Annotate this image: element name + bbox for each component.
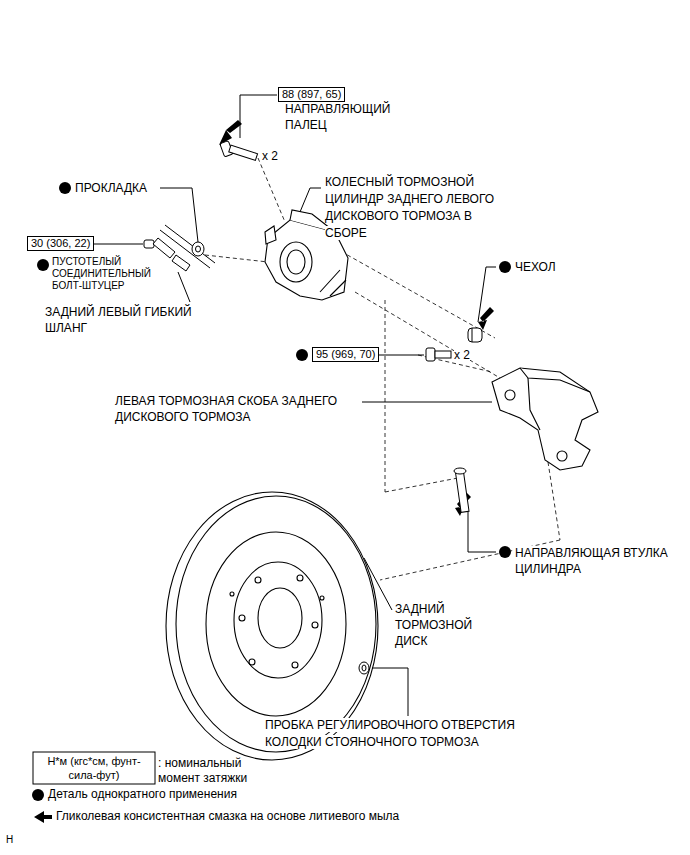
part-name-holder: ЗАДНИЙ ЛЕВЫЙ ГИБКИЙ ШЛАНГ xyxy=(45,304,220,336)
legend-entry: : номинальный момент затяжки xyxy=(158,756,263,786)
part-name: КОЛЕСНЫЙ ТОРМОЗНОЙ ЦИЛИНДР ЗАДНЕГО ЛЕВОГ… xyxy=(325,175,494,240)
figure-code-holder: H xyxy=(6,834,13,846)
torque-value: 88 (897, 65) xyxy=(282,88,341,100)
quantity-label-holder: x 2 xyxy=(262,148,278,164)
part-name-holder: НАПРАВЛЯЮЩАЯ ВТУЛКА ЦИЛИНДРА xyxy=(515,545,675,577)
torque-box: 30 (306, 22) xyxy=(27,236,94,251)
torque-unit-sample: Н*м (кгс*см, фунт-сила-фут) xyxy=(47,755,140,781)
part-name-holder: НАПРАВЛЯЮЩИЙ ПАЛЕЦ xyxy=(285,101,403,133)
legend-text: : номинальный момент затяжки xyxy=(158,756,247,785)
legend-text: Гликолевая консистентная смазка на основ… xyxy=(56,809,399,823)
legend-swatch xyxy=(32,789,44,801)
torque-legend-sample xyxy=(33,752,155,784)
legend-arrow xyxy=(34,811,52,823)
part-name-holder: ЛЕВАЯ ТОРМОЗНАЯ СКОБА ЗАДНЕГО ДИСКОВОГО … xyxy=(115,393,360,425)
part-name: НАПРАВЛЯЮЩАЯ ВТУЛКА ЦИЛИНДРА xyxy=(515,546,668,576)
part-name: ЛЕВАЯ ТОРМОЗНАЯ СКОБА ЗАДНЕГО ДИСКОВОГО … xyxy=(115,394,337,424)
part-name-holder: КОЛЕСНЫЙ ТОРМОЗНОЙ ЦИЛИНДР ЗАДНЕГО ЛЕВОГ… xyxy=(325,174,513,242)
part-name: ПУСТОТЕЛЫЙ СОЕДИНИТЕЛЬНЫЙ БОЛТ-ШТУЦЕР xyxy=(52,256,151,291)
part-name: ЗАДНИЙ ЛЕВЫЙ ГИБКИЙ ШЛАНГ xyxy=(45,305,192,335)
part-name: ПРОБКА РЕГУЛИРОВОЧНОГО ОТВЕРСТИЯ КОЛОДКИ… xyxy=(265,718,515,749)
part-name-holder: ЧЕХОЛ xyxy=(515,259,556,275)
quantity-label: x 2 xyxy=(454,348,470,362)
torque-box: 88 (897, 65) xyxy=(278,87,345,102)
torque-unit-sample-holder: Н*м (кгс*см, фунт-сила-фут) xyxy=(36,754,152,782)
quantity-label: x 2 xyxy=(262,149,278,163)
part-name: НАПРАВЛЯЮЩИЙ ПАЛЕЦ xyxy=(285,102,390,132)
boot xyxy=(468,328,482,342)
part-name: ПРОКЛАДКА xyxy=(75,181,147,195)
guide-pin xyxy=(220,141,258,161)
legend-entry: Деталь однократного применения xyxy=(48,787,237,802)
caliper-cylinder xyxy=(265,210,348,300)
torque-value: 95 (969, 70) xyxy=(316,348,375,360)
guide-bushing xyxy=(454,468,469,512)
part-name-holder: ЗАДНИЙ ТОРМОЗНОЙ ДИСК xyxy=(395,601,490,649)
hose-and-bolt xyxy=(144,225,215,271)
quantity-label-holder: x 2 xyxy=(454,347,470,363)
grease-arrows xyxy=(219,120,494,516)
figure-code: H xyxy=(6,834,13,845)
part-name-holder: ПРОБКА РЕГУЛИРОВОЧНОГО ОТВЕРСТИЯ КОЛОДКИ… xyxy=(265,717,565,751)
part-name-holder: ПРОКЛАДКА xyxy=(75,180,147,196)
bolt-95 xyxy=(426,348,451,361)
adjust-hole-plug xyxy=(359,662,369,674)
part-name: ЧЕХОЛ xyxy=(515,260,556,274)
part-name: ЗАДНИЙ ТОРМОЗНОЙ ДИСК xyxy=(395,602,472,648)
torque-box: 95 (969, 70) xyxy=(312,347,379,362)
torque-value: 30 (306, 22) xyxy=(31,237,90,249)
legend-entry: Гликолевая консистентная смазка на основ… xyxy=(56,809,399,824)
caliper-bracket xyxy=(492,368,598,470)
part-name-holder: ПУСТОТЕЛЫЙ СОЕДИНИТЕЛЬНЫЙ БОЛТ-ШТУЦЕР xyxy=(52,256,152,292)
legend-text: Деталь однократного применения xyxy=(48,787,237,801)
